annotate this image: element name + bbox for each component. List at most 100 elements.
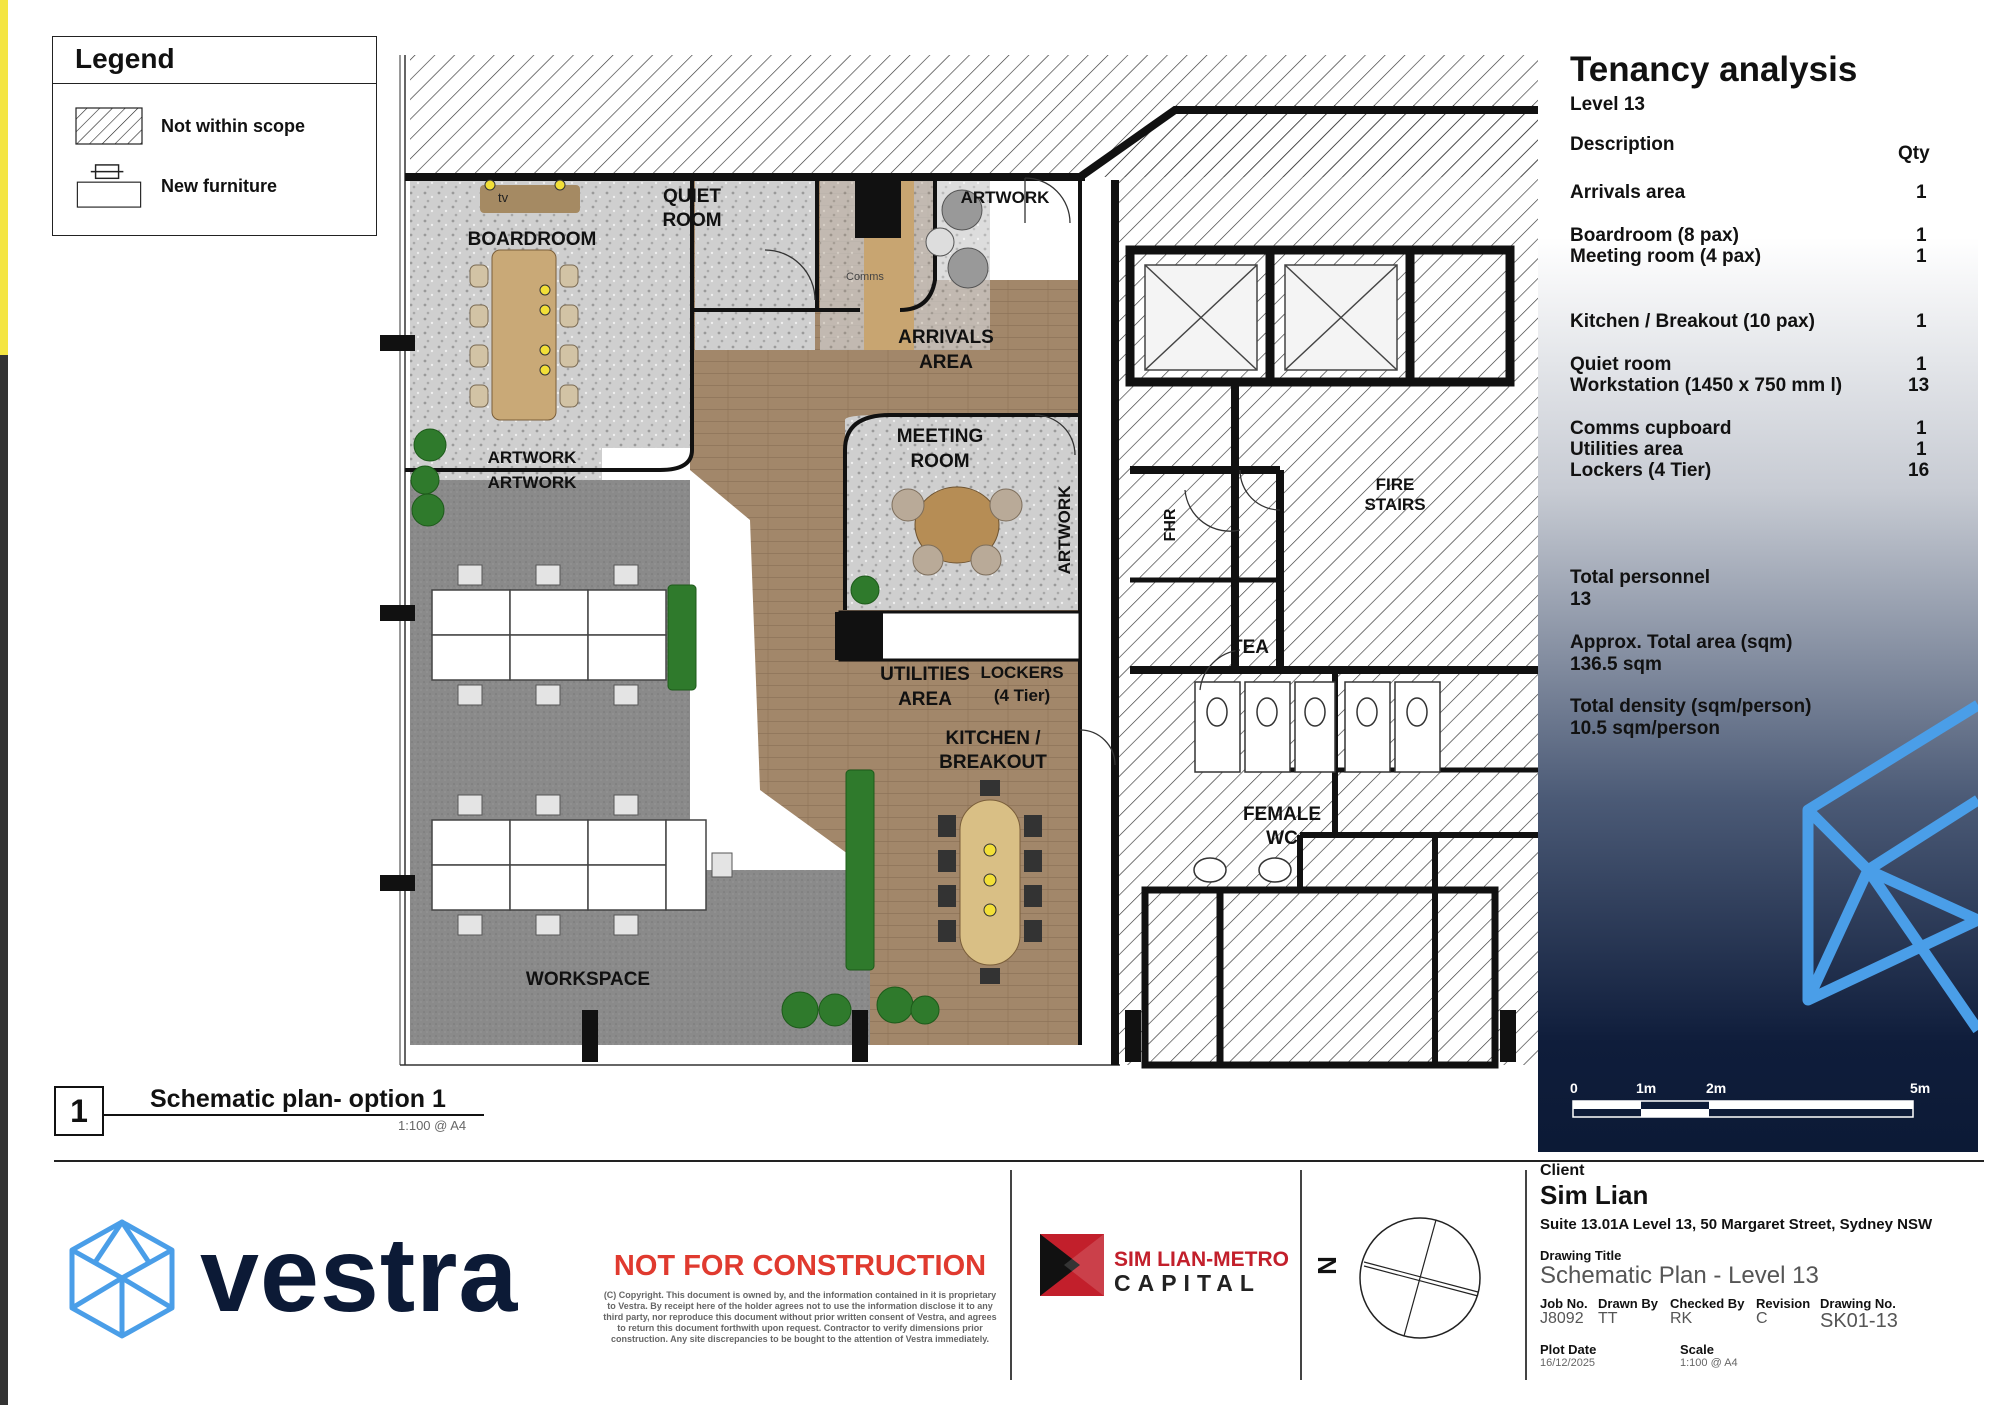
drawing-no: SK01-13 <box>1820 1310 1898 1332</box>
tenancy-row-qty: 1 <box>1916 439 1927 460</box>
scale-bar: 0 1m 2m 5m <box>1538 1080 1978 1152</box>
vestra-logo-icon <box>69 1219 175 1339</box>
scale-label: 2m <box>1706 1080 1727 1096</box>
job-no: J8092 <box>1540 1310 1584 1327</box>
scale-label: 0 <box>1570 1080 1578 1096</box>
meeting-table <box>914 486 1000 564</box>
accent-bar <box>0 0 8 355</box>
label-arrivals: ARRIVALS <box>898 327 994 348</box>
tenancy-description-header: Description <box>1570 134 1675 155</box>
plan-scale: 1:100 @ A4 <box>398 1118 467 1133</box>
tenancy-row-qty: 13 <box>1908 375 1930 396</box>
label-artwork: ARTWORK <box>961 188 1050 207</box>
revision: C <box>1756 1310 1768 1327</box>
arrivals-chair <box>947 247 989 289</box>
tenancy-row-label: Quiet room <box>1570 354 1672 375</box>
workstation-cluster-2 <box>431 819 707 911</box>
tenancy-row-label: Kitchen / Breakout (10 pax) <box>1570 311 1815 332</box>
north-arrow-icon <box>1359 1217 1481 1339</box>
tenancy-title: Tenancy analysis <box>1570 50 1858 89</box>
workstation-cluster-1 <box>431 589 667 681</box>
partner-name: SIM LIAN-METRO <box>1114 1248 1289 1271</box>
tenancy-row-label: Workstation (1450 x 750 mm l) <box>1570 375 1843 396</box>
footer-divider <box>1010 1170 1012 1380</box>
label-quiet-room: QUIET <box>663 186 721 207</box>
label-comms: Comms <box>846 271 884 283</box>
column <box>852 1010 868 1062</box>
tenancy-row-qty: 1 <box>1916 418 1927 439</box>
label-fhr: FHR <box>1162 508 1179 541</box>
label-meeting-room: MEETING <box>897 426 984 447</box>
label-female-wc: FEMALE <box>1243 804 1321 825</box>
tenancy-row-qty: 1 <box>1916 182 1927 203</box>
tenancy-row-label: Lockers (4 Tier) <box>1570 460 1712 481</box>
label-arrivals: AREA <box>919 352 973 373</box>
label-female-wc: WC <box>1266 828 1298 849</box>
legend-item-not-in-scope: Not within scope <box>75 107 305 145</box>
client-name: Sim Lian <box>1540 1180 1649 1210</box>
tenancy-level: Level 13 <box>1570 94 1645 115</box>
legend-item-new-furniture: New furniture <box>75 163 277 209</box>
drawn-by-label: Drawn By <box>1598 1296 1658 1311</box>
label-artwork: ARTWORK <box>1055 485 1074 574</box>
total-density-label: Total density (sqm/person) <box>1570 696 1812 717</box>
total-area-value: 136.5 sqm <box>1570 654 1662 675</box>
column <box>380 875 415 891</box>
tenancy-total: Total personnel 13 <box>1570 567 1710 611</box>
tenancy-qty-header: Qty <box>1898 143 1930 164</box>
revision-label: Revision <box>1756 1296 1811 1311</box>
scale-label: Scale <box>1680 1342 1714 1357</box>
tenancy-total: Total density (sqm/person) 10.5 sqm/pers… <box>1570 696 1811 740</box>
vestra-wordmark: vestra <box>200 1216 519 1334</box>
label-workspace: WORKSPACE <box>526 969 650 990</box>
label-kitchen: KITCHEN / <box>946 728 1042 749</box>
checked-by-label: Checked By <box>1670 1296 1745 1311</box>
drawing-no-label: Drawing No. <box>1820 1296 1896 1311</box>
legend-panel: Legend Not within scope New furniture <box>52 36 377 236</box>
column <box>1125 1010 1141 1062</box>
column <box>835 612 883 660</box>
drawing-title-label: Drawing Title <box>1540 1248 1622 1263</box>
arrivals-chair <box>941 189 983 231</box>
hatch-swatch-icon <box>75 107 143 145</box>
plot-date: 16/12/2025 <box>1540 1357 1596 1369</box>
drawing-title: Schematic Plan - Level 13 <box>1540 1262 1819 1289</box>
tenancy-row-qty: 1 <box>1916 311 1927 332</box>
tenancy-row-label: Meeting room (4 pax) <box>1570 246 1762 267</box>
legend-label: Not within scope <box>161 115 305 136</box>
column <box>582 1010 598 1062</box>
total-personnel-label: Total personnel <box>1570 567 1711 588</box>
total-area-label: Approx. Total area (sqm) <box>1570 632 1793 653</box>
scale-bar-graphic <box>1572 1100 1914 1118</box>
quiet-room-floor <box>695 178 815 350</box>
column <box>380 605 415 621</box>
plan-title: Schematic plan- option 1 <box>150 1085 446 1113</box>
scale-label: 1m <box>1636 1080 1657 1096</box>
label-meeting-room: ROOM <box>910 451 969 472</box>
label-artwork: ARTWORK <box>488 448 577 467</box>
checked-by: RK <box>1670 1310 1693 1327</box>
total-personnel-value: 13 <box>1570 589 1592 610</box>
label-tv: tv <box>498 190 509 205</box>
footer-divider <box>54 1160 1984 1162</box>
label-kitchen: BREAKOUT <box>939 752 1047 773</box>
legend-label: New furniture <box>161 175 278 196</box>
tenancy-row-qty: 16 <box>1908 460 1930 481</box>
plot-date-label: Plot Date <box>1540 1342 1597 1357</box>
boardroom-table <box>491 249 557 421</box>
tenancy-row-label: Utilities area <box>1570 439 1683 460</box>
tenancy-row-qty: 1 <box>1916 246 1927 267</box>
scale-value: 1:100 @ A4 <box>1680 1357 1738 1369</box>
label-utilities: AREA <box>898 689 952 710</box>
label-utilities: UTILITIES <box>880 664 970 685</box>
arrivals-side-table <box>925 227 955 257</box>
tenancy-row-qty: 1 <box>1916 225 1927 246</box>
column <box>380 335 415 351</box>
footer-divider <box>1525 1170 1527 1380</box>
sim-lian-logo-icon <box>1040 1234 1104 1296</box>
north-label: N <box>1311 1256 1342 1275</box>
tenancy-analysis-panel: Tenancy analysis Level 13 Description Qt… <box>1538 50 1978 1152</box>
plan-number: 1 <box>54 1086 104 1136</box>
plan-title-underline <box>104 1114 484 1116</box>
column <box>855 178 901 238</box>
